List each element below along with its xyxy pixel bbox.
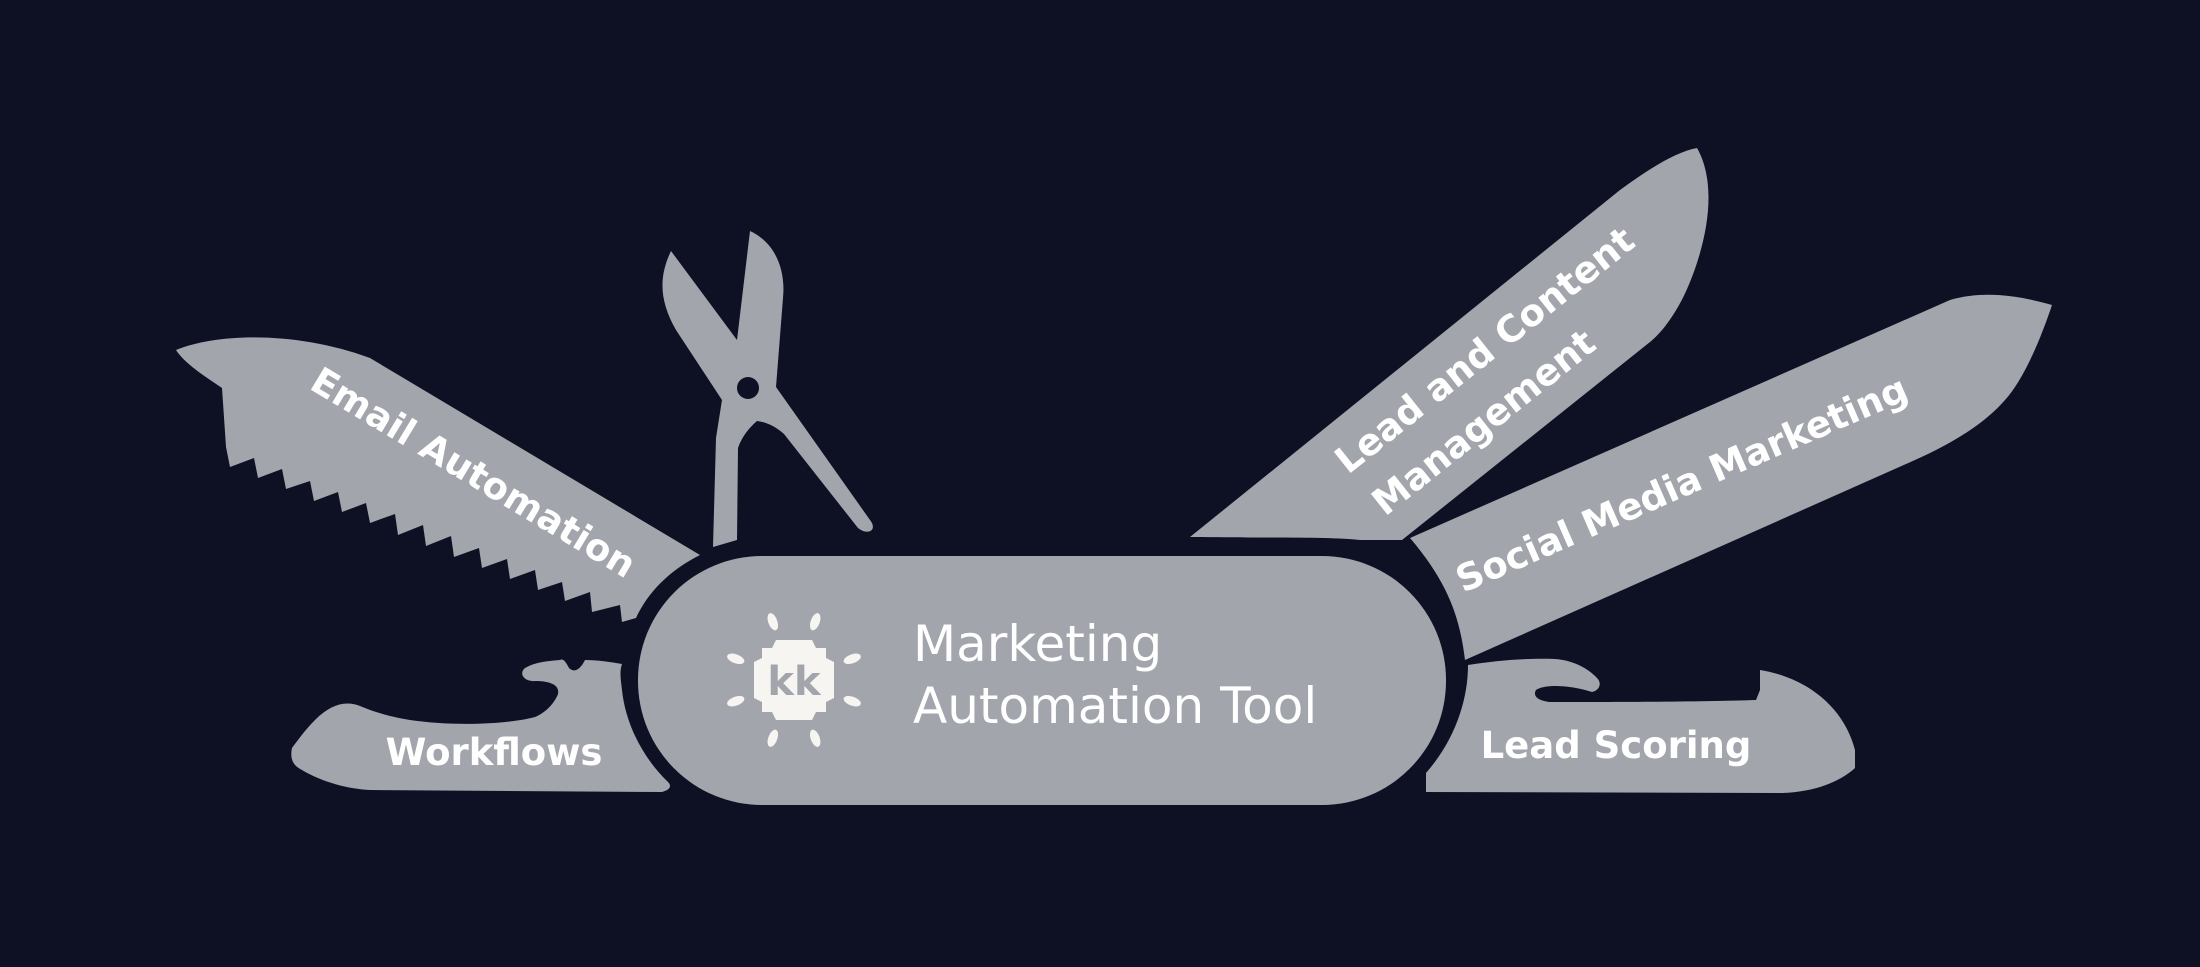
saw-blade: Email Automation xyxy=(176,337,700,622)
brand-logo: kk xyxy=(727,613,861,747)
workflows-tool: Workflows xyxy=(291,659,670,792)
tool-label-lead-scoring: Lead Scoring xyxy=(1481,724,1752,767)
logo-gear-badge xyxy=(754,640,834,720)
main-title-line1: Marketing xyxy=(913,615,1162,673)
lead-scoring-tool: Lead Scoring xyxy=(1426,658,1855,793)
logo-text: kk xyxy=(767,659,822,705)
scissors xyxy=(662,231,873,547)
tool-label-workflows: Workflows xyxy=(386,731,603,774)
logo-rays xyxy=(727,613,861,747)
knife-body xyxy=(626,541,1458,818)
main-title-line2: Automation Tool xyxy=(913,677,1317,735)
